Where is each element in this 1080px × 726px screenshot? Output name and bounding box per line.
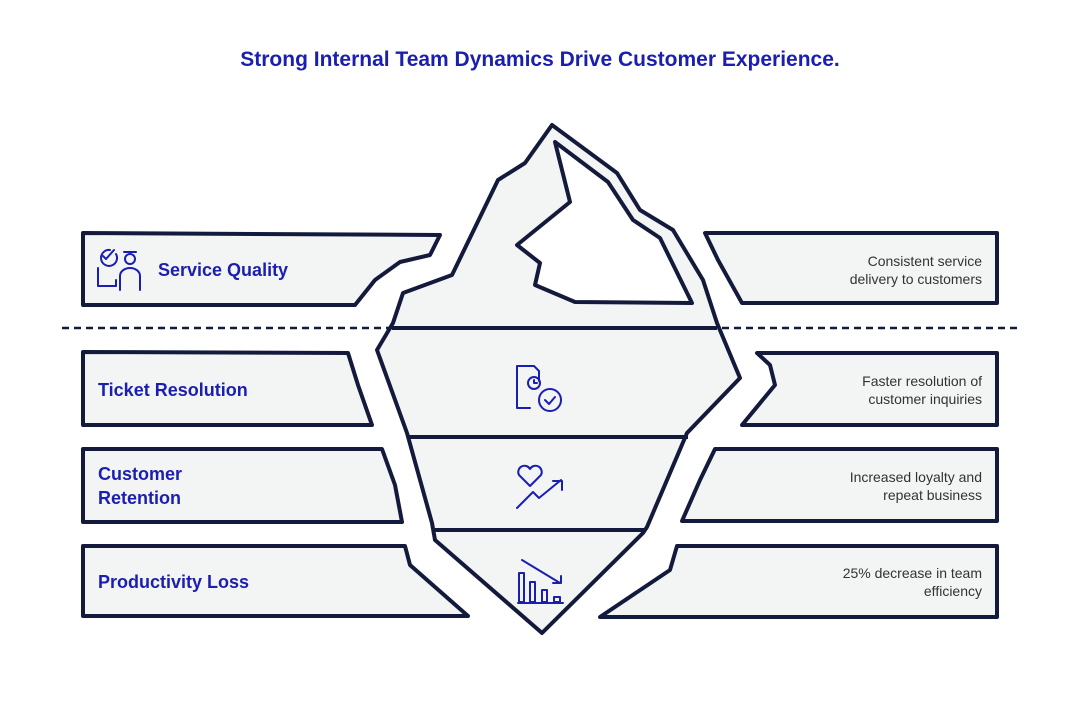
panel-left-ticket-resolution <box>81 350 374 427</box>
row-label-productivity-loss: Productivity Loss <box>98 572 250 592</box>
row-label-service-quality: Service Quality <box>158 260 289 280</box>
document-clock-check-icon <box>516 365 562 412</box>
row-description-service-quality: Consistent service delivery to customers <box>849 253 982 287</box>
page-title: Strong Internal Team Dynamics Drive Cust… <box>240 48 840 71</box>
row-description-customer-retention: Increased loyalty and repeat business <box>849 469 982 503</box>
row-description-ticket-resolution: Faster resolution of customer inquiries <box>862 373 982 407</box>
panel-right-service-quality <box>703 231 999 305</box>
panel-right-ticket-resolution <box>740 351 999 427</box>
heart-trend-up-icon <box>516 464 563 509</box>
service-agent-check-icon <box>97 248 141 291</box>
row-description-productivity-loss: 25% decrease in team efficiency <box>842 565 982 599</box>
bar-chart-decline-icon <box>517 559 564 604</box>
iceberg-peak-highlight <box>515 140 694 305</box>
row-label-customer-retention: Customer Retention <box>98 464 183 508</box>
panel-right-customer-retention <box>680 447 999 523</box>
panel-left-productivity-loss <box>81 544 470 618</box>
panel-left-customer-retention <box>81 447 404 524</box>
row-label-ticket-resolution: Ticket Resolution <box>98 380 248 400</box>
panel-left-service-quality <box>81 231 442 307</box>
panel-right-productivity-loss <box>598 544 999 619</box>
